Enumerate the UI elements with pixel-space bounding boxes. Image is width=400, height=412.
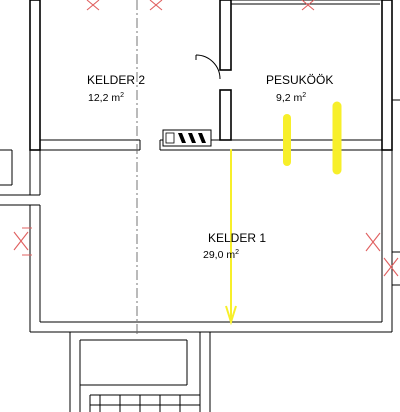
room-area: 9,2 m2 xyxy=(276,92,306,104)
arrow-down-icon xyxy=(225,305,237,326)
room-name: KELDER 1 xyxy=(208,231,266,245)
window-x-icon xyxy=(13,0,399,277)
boiler-block-icon xyxy=(162,129,212,147)
room-kelder-2: KELDER 2 12,2 m2 xyxy=(87,73,145,104)
room-kelder-1: KELDER 1 29,0 m2 xyxy=(203,231,266,261)
room-pesukoook: PESUKÖÖK 9,2 m2 xyxy=(266,73,333,104)
highlighter-marks xyxy=(225,101,342,326)
door-swing-icon xyxy=(195,54,221,80)
room-area: 12,2 m2 xyxy=(88,92,124,104)
room-name: KELDER 2 xyxy=(87,73,145,87)
room-area: 29,0 m2 xyxy=(203,249,239,261)
room-name: PESUKÖÖK xyxy=(266,73,333,87)
